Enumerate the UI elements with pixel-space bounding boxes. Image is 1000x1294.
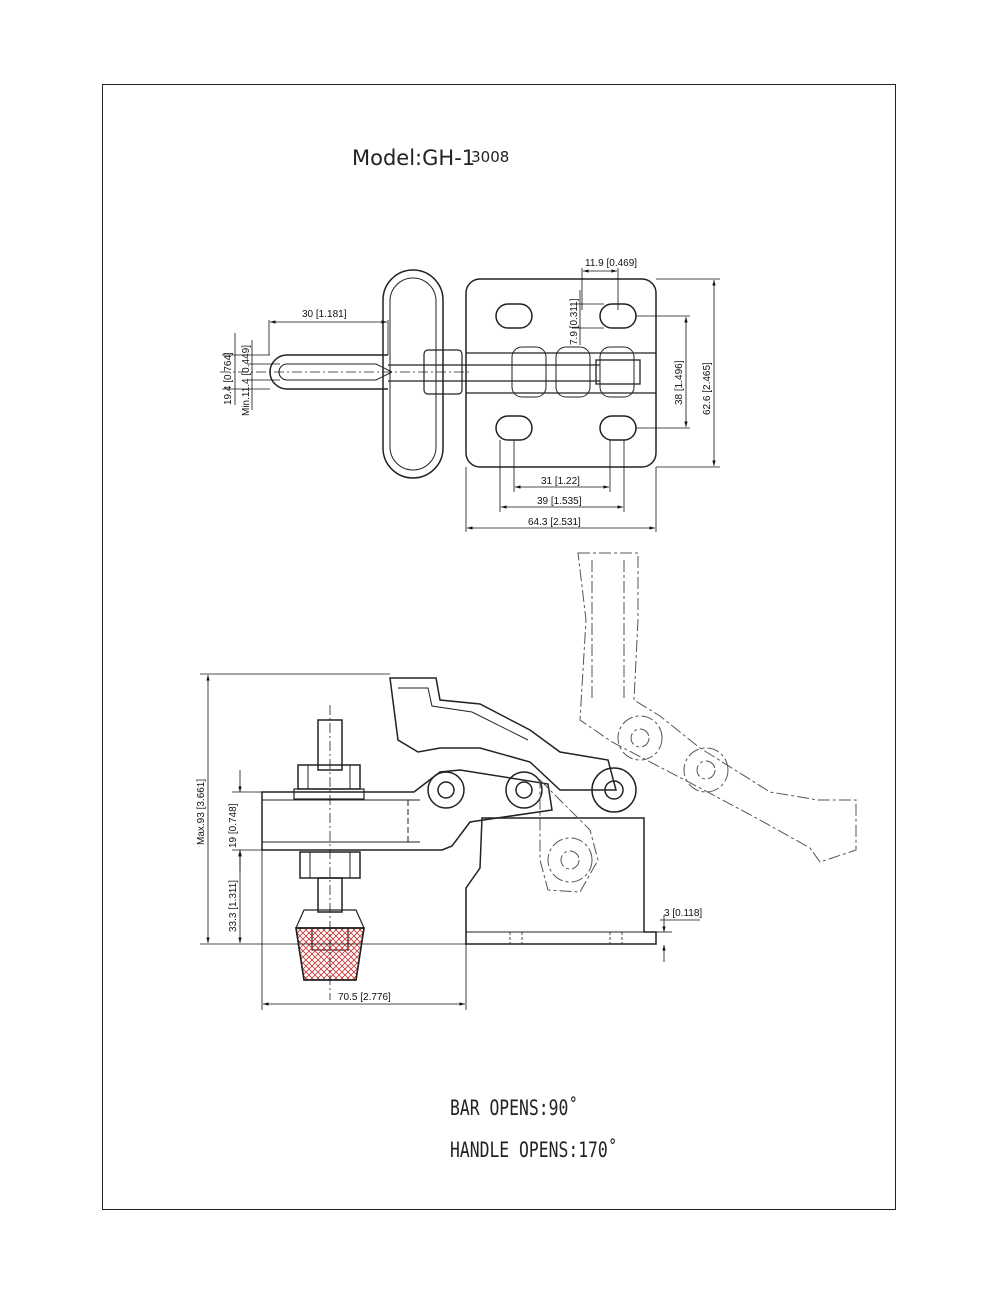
dim-arm-thickness: 19 [0.748] [228, 803, 239, 848]
dim-hole-spacing-outer: 39 [1.535] [537, 496, 582, 507]
model-title-text: Model:GH-1 [352, 146, 476, 170]
drawing-border [102, 84, 896, 1210]
pivot-3 [591, 767, 637, 813]
handle-open [577, 552, 857, 863]
dim-loop-min: Min.11.4 [0.449] [241, 345, 252, 416]
mount-slot-1 [495, 303, 533, 329]
dim-base-height: 62.6 [2.465] [702, 362, 713, 415]
pivot-2 [505, 771, 543, 809]
dim-hole-spacing-y: 38 [1.496] [674, 360, 685, 405]
dim-max-height: Max.93 [3.661] [196, 779, 207, 845]
top-view-dims [222, 268, 720, 532]
nut-upper [297, 764, 361, 790]
handle-grip-outer [382, 269, 444, 479]
mount-slot-3 [495, 415, 533, 441]
dim-reach: 70.5 [2.776] [338, 992, 391, 1003]
base-block-side [465, 817, 657, 945]
mount-slot-4 [599, 415, 637, 441]
dim-loop-length: 30 [1.181] [302, 309, 347, 320]
dim-slot-width: 11.9 [0.469] [585, 258, 637, 269]
model-title: Model:GH-13008 [352, 146, 509, 170]
side-view-dim-labels: Max.93 [3.661] 19 [0.748] 33.3 [1.311] 7… [196, 779, 702, 1003]
handle-closed [389, 677, 617, 791]
dim-base-thickness: 3 [0.118] [664, 908, 702, 919]
dim-loop-width: 19.4 [0.764] [223, 352, 234, 405]
note-handle-opens: HANDLE OPENS:170˚ [450, 1138, 618, 1162]
dim-base-width: 64.3 [2.531] [528, 517, 581, 528]
open-position-phantom [539, 552, 857, 893]
pivot-1 [427, 771, 465, 809]
note-bar-opens: BAR OPENS:90˚ [450, 1096, 579, 1120]
model-title-overlay: 3008 [471, 148, 510, 166]
base-plate-top [465, 278, 657, 468]
dim-arm-height: 33.3 [1.311] [228, 880, 239, 932]
top-view [220, 269, 657, 479]
side-view-dims [200, 673, 700, 1010]
top-view-dim-labels: 30 [1.181] 19.4 [0.764] Min.11.4 [0.449]… [223, 258, 713, 528]
side-view [261, 677, 657, 1000]
dim-hole-spacing-inner: 31 [1.22] [541, 476, 580, 487]
dim-slot-height: 7.9 [0.311] [569, 298, 580, 345]
